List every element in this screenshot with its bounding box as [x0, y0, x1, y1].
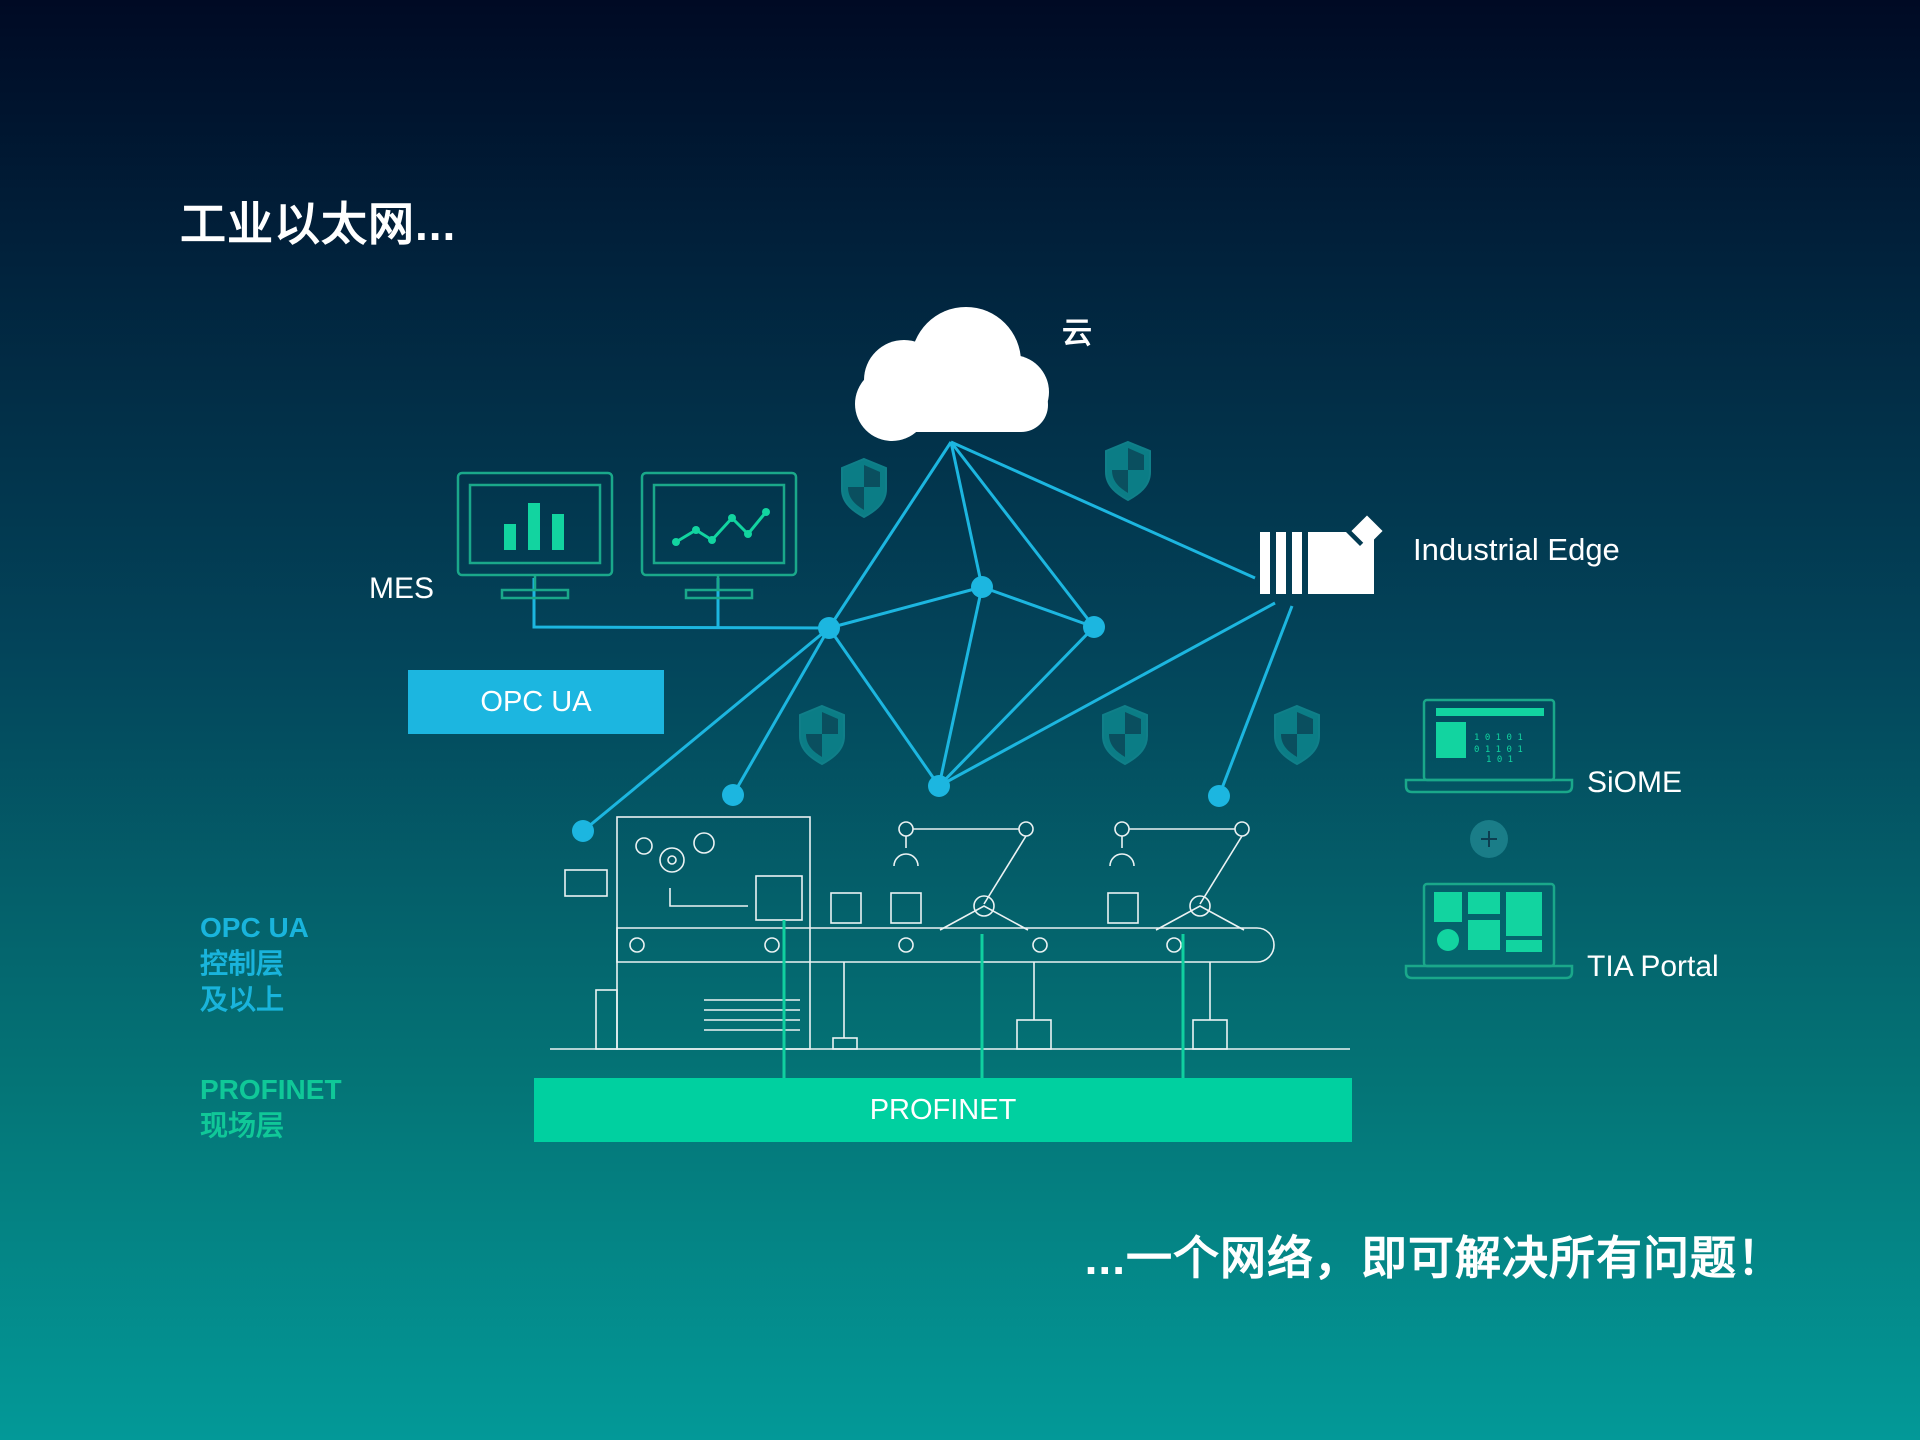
mes-monitor-bar-chart	[456, 471, 614, 600]
svg-text:1 0 1 0 1: 1 0 1 0 1	[1474, 733, 1523, 743]
mes-label: MES	[369, 572, 435, 605]
network-nodes	[572, 576, 1230, 842]
profinet-links	[782, 920, 1185, 1080]
svg-text:0 1 1 0 1: 0 1 1 0 1	[1474, 745, 1523, 755]
profinet-bar: PROFINET	[534, 1078, 1352, 1142]
shield-icon	[841, 458, 887, 518]
tia-portal-label: TIA Portal	[1587, 950, 1719, 983]
legend-opcua-line1: 控制层	[200, 948, 285, 979]
opcua-box: OPC UA	[408, 670, 664, 734]
robot-arm-1	[893, 821, 1034, 931]
legend-profinet: PROFINET 现场层	[200, 1072, 342, 1144]
mes-monitor-line-chart	[640, 471, 798, 600]
production-line	[550, 816, 1350, 1050]
legend-opcua-title: OPC UA	[200, 912, 309, 943]
profinet-bar-label: PROFINET	[869, 1093, 1017, 1126]
tia-portal-laptop-icon	[1404, 882, 1574, 980]
cloud-icon	[855, 307, 1049, 441]
page-title: 工业以太网...	[180, 198, 457, 250]
legend-opcua: OPC UA 控制层 及以上	[200, 910, 309, 1018]
conveyor-rollers	[629, 937, 1182, 953]
robot-arm-2	[1109, 821, 1250, 931]
industrial-edge-icon	[1260, 515, 1383, 594]
tagline: ...一个网络，即可解决所有问题！	[1084, 1232, 1784, 1284]
cloud-label: 云	[1062, 317, 1092, 350]
gears-icon	[635, 832, 715, 873]
svg-text:1 0 1: 1 0 1	[1486, 755, 1513, 765]
shield-icon	[1274, 705, 1320, 765]
shield-icon	[1102, 705, 1148, 765]
legend-opcua-line2: 及以上	[200, 984, 285, 1015]
opcua-box-label: OPC UA	[480, 685, 592, 718]
shield-icon	[799, 705, 845, 765]
legend-profinet-title: PROFINET	[200, 1074, 342, 1105]
siome-label: SiOME	[1587, 766, 1683, 799]
legend-profinet-line1: 现场层	[200, 1110, 285, 1141]
industrial-edge-label: Industrial Edge	[1413, 532, 1620, 567]
siome-laptop-icon: 1 0 1 0 1 0 1 1 0 1 1 0 1	[1404, 698, 1574, 794]
plus-icon	[1470, 820, 1508, 858]
shield-icon	[1105, 441, 1151, 501]
network-links	[532, 440, 1294, 833]
